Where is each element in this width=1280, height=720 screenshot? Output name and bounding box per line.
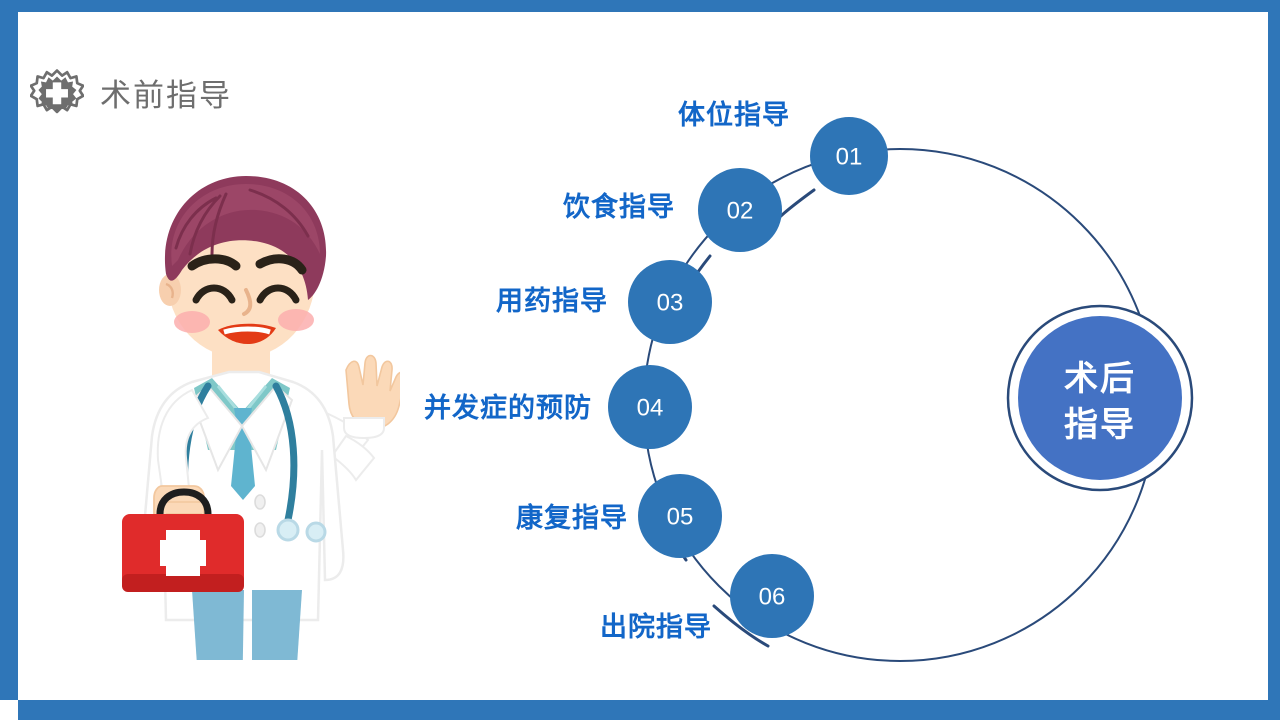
- process-node-01-label: 体位指导: [678, 99, 790, 130]
- process-node-02-number: 02: [727, 198, 754, 225]
- process-node-05-label: 康复指导: [516, 502, 628, 533]
- process-node-02-label: 饮食指导: [562, 191, 675, 222]
- process-node-06-label: 出院指导: [600, 611, 712, 642]
- process-hub-label-line1: 术后: [1064, 360, 1136, 398]
- frame-border-right: [1268, 12, 1280, 700]
- frame-border-top: [0, 0, 1280, 12]
- process-hub-label-line2: 指导: [1064, 406, 1136, 444]
- process-flow-diagram: 01 体位指导 02 饮食指导 03 用药指导 04 并发症的预防: [380, 60, 1250, 680]
- medical-cross-diamond-icon: [30, 68, 84, 122]
- process-node-05[interactable]: 05: [638, 474, 722, 558]
- process-node-06-number: 06: [759, 584, 786, 611]
- page-title: 术前指导: [100, 77, 232, 113]
- process-node-05-number: 05: [667, 504, 694, 531]
- process-hub-node[interactable]: 术后 指导: [1006, 304, 1194, 492]
- cartoon-doctor-illustration: [100, 150, 407, 720]
- process-node-01[interactable]: 01: [810, 117, 888, 195]
- frame-border-left: [0, 0, 18, 700]
- process-node-02[interactable]: 02: [698, 168, 782, 252]
- process-node-03-label: 用药指导: [496, 286, 608, 316]
- process-node-01-number: 01: [836, 144, 863, 171]
- slide-header: 术前指导: [30, 68, 232, 122]
- process-node-04[interactable]: 04: [608, 365, 692, 449]
- process-node-04-number: 04: [637, 395, 664, 422]
- process-node-03-number: 03: [657, 290, 684, 317]
- process-node-03[interactable]: 03: [628, 260, 712, 344]
- process-node-04-label: 并发症的预防: [424, 392, 592, 423]
- process-node-06[interactable]: 06: [730, 554, 814, 638]
- frame-border-bottom: [18, 700, 1280, 720]
